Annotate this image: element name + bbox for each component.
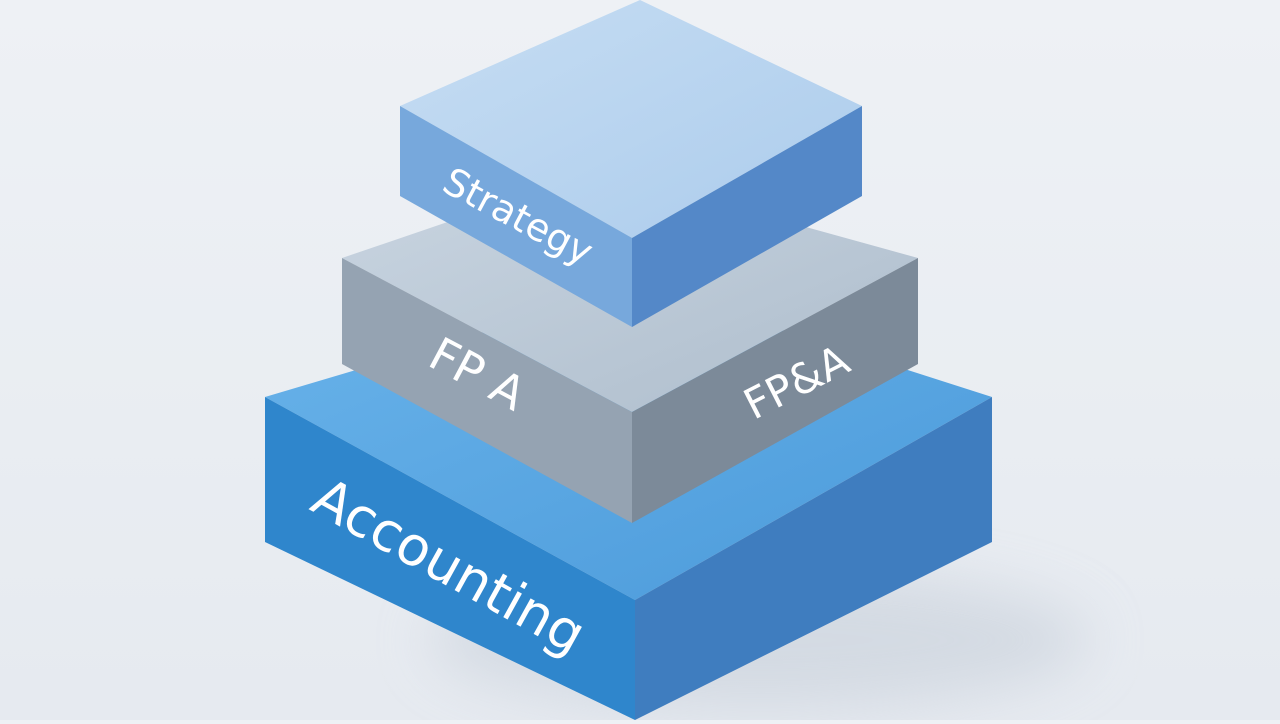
strategy-right-face — [632, 106, 862, 327]
accounting-right-face — [635, 397, 992, 720]
strategy-top-face — [400, 0, 862, 238]
fpa-left-face — [342, 258, 632, 523]
layer-strategy: Strategy — [400, 0, 862, 327]
strategy-left-face — [400, 106, 632, 327]
accounting-left-face — [265, 397, 635, 720]
fpa-right-face — [632, 258, 918, 523]
